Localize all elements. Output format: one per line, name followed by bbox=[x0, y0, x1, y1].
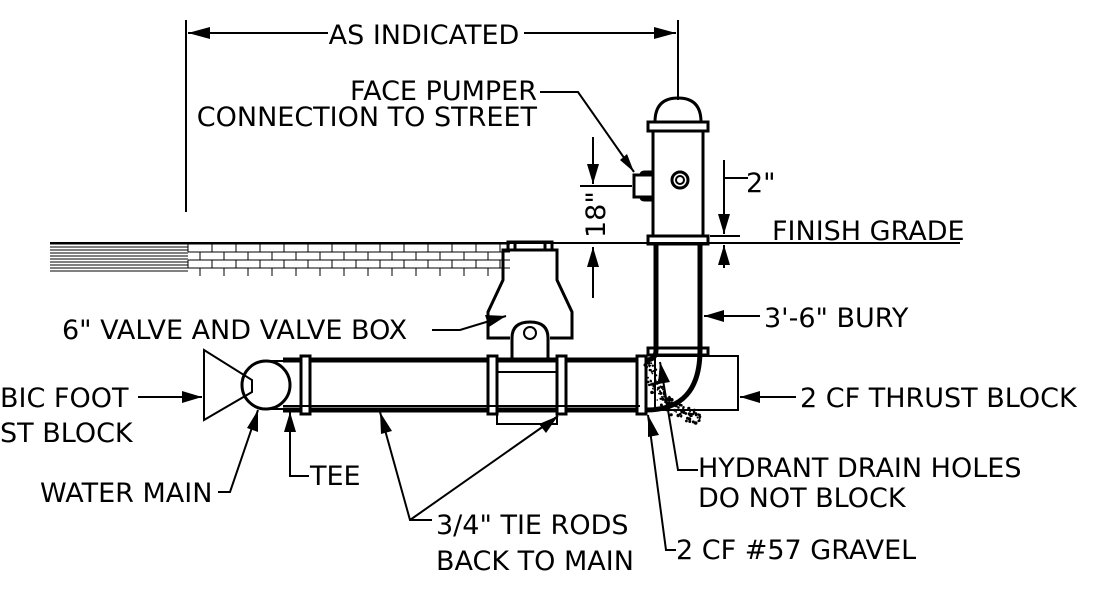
cubic-foot-label-2: ST BLOCK bbox=[0, 418, 134, 449]
face-pumper-label-2: CONNECTION TO STREET bbox=[197, 102, 538, 133]
tee-label: TEE bbox=[309, 461, 361, 492]
bury-label: 3'-6" BURY bbox=[764, 303, 909, 334]
valve-box-label: 6" VALVE AND VALVE BOX bbox=[62, 315, 407, 346]
drain-holes-callout: HYDRANT DRAIN HOLES DO NOT BLOCK bbox=[658, 361, 1021, 514]
gravel-label: 2 CF #57 GRAVEL bbox=[676, 535, 916, 566]
gravel bbox=[643, 360, 702, 425]
dimension-18: 18" bbox=[580, 137, 632, 298]
ground-hatch bbox=[50, 242, 960, 276]
cubic-foot-label-1: BIC FOOT bbox=[0, 383, 129, 414]
hydrant-barrel bbox=[632, 92, 710, 357]
dimension-18-label: 18" bbox=[581, 191, 612, 238]
gravel-callout: 2 CF #57 GRAVEL bbox=[647, 414, 916, 566]
face-pumper-label-1: FACE PUMPER bbox=[350, 76, 537, 107]
valve-support-block bbox=[496, 371, 558, 425]
valve-box bbox=[486, 240, 574, 358]
tie-rods-callout: 3/4" TIE RODS BACK TO MAIN bbox=[379, 411, 634, 577]
bury-callout: 3'-6" BURY bbox=[704, 303, 909, 334]
valve-box-callout: 6" VALVE AND VALVE BOX bbox=[62, 315, 507, 346]
tee-fitting bbox=[240, 359, 292, 411]
as-indicated-label: AS INDICATED bbox=[329, 20, 520, 51]
lateral-pipe bbox=[283, 349, 703, 416]
drain-holes-label-2: DO NOT BLOCK bbox=[698, 483, 907, 514]
thrust-block-left bbox=[203, 348, 253, 422]
tie-rods-label-1: 3/4" TIE RODS bbox=[436, 510, 629, 541]
water-main-label: WATER MAIN bbox=[40, 478, 212, 509]
drain-holes-label-1: HYDRANT DRAIN HOLES bbox=[698, 453, 1021, 484]
as-indicated-dimension: AS INDICATED bbox=[185, 20, 679, 212]
tie-rods-label-2: BACK TO MAIN bbox=[436, 546, 634, 577]
water-main-callout: WATER MAIN bbox=[40, 409, 259, 509]
dimension-2: 2" bbox=[710, 160, 776, 268]
thrust-block-label: 2 CF THRUST BLOCK bbox=[800, 383, 1078, 414]
finish-grade-callout: FINISH GRADE bbox=[772, 216, 965, 247]
cubic-foot-callout: BIC FOOT ST BLOCK bbox=[0, 383, 202, 449]
finish-grade-label: FINISH GRADE bbox=[772, 216, 965, 247]
tee-callout: TEE bbox=[284, 412, 361, 492]
thrust-block-callout: 2 CF THRUST BLOCK bbox=[740, 383, 1078, 414]
dimension-2-label: 2" bbox=[746, 168, 776, 199]
face-pumper-callout: FACE PUMPER CONNECTION TO STREET bbox=[197, 76, 635, 173]
